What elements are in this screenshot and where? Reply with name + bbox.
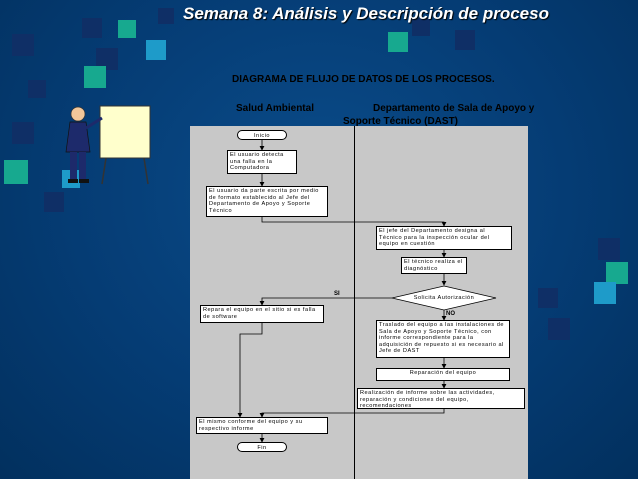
deco-square <box>4 160 28 184</box>
process-report-fault: El usuario da parte escrita por medio de… <box>206 186 328 217</box>
process-assign-technician: El jefe del Departamento designa al Técn… <box>376 226 512 250</box>
lane-label-right-line1: Departamento de Sala de Apoyo y <box>373 103 535 114</box>
deco-square <box>12 122 34 144</box>
deco-square <box>12 34 34 56</box>
deco-square <box>412 18 430 36</box>
process-return-equipment: El mismo conforme del equipo y su respec… <box>196 417 328 434</box>
deco-square <box>82 18 102 38</box>
deco-square <box>388 32 408 52</box>
lane-label-right: Departamento de Sala de Apoyo y Soporte … <box>343 102 534 128</box>
process-transfer-equipment: Traslado del equipo a las instalaciones … <box>376 320 510 358</box>
end-node: Fin <box>237 442 287 452</box>
deco-square <box>44 192 64 212</box>
start-node: Inicio <box>237 130 287 140</box>
deco-square <box>598 238 620 260</box>
process-write-report: Realización de informe sobre las activid… <box>357 388 525 409</box>
lane-label-right-line2: Soporte Técnico (DAST) <box>343 116 459 127</box>
presenter-figure-icon <box>65 105 151 185</box>
process-diagnosis: El técnico realiza el diagnóstico <box>401 257 467 274</box>
deco-square <box>118 20 136 38</box>
no-label: NO <box>446 311 455 317</box>
deco-square <box>606 262 628 284</box>
deco-square <box>538 288 558 308</box>
deco-square <box>84 66 106 88</box>
deco-square <box>146 40 166 60</box>
decision-label: Solicita Autorización <box>413 295 475 301</box>
yes-label: SI <box>334 291 340 297</box>
deco-square <box>548 318 570 340</box>
deco-square <box>96 48 118 70</box>
deco-square <box>594 282 616 304</box>
process-equipment-repair: Reparación del equipo <box>376 368 510 381</box>
process-onsite-repair: Repara el equipo en el sitio si es falla… <box>200 305 324 323</box>
deco-square <box>158 8 174 24</box>
swimlane-divider <box>354 126 355 479</box>
slide-title: Semana 8: Análisis y Descripción de proc… <box>183 4 549 23</box>
deco-square <box>28 80 46 98</box>
process-detect-fault: El usuario detecta una falla en la Compu… <box>227 150 297 174</box>
diagram-subtitle: DIAGRAMA DE FLUJO DE DATOS DE LOS PROCES… <box>232 74 495 85</box>
deco-square <box>455 30 475 50</box>
lane-label-left: Salud Ambiental <box>236 103 314 114</box>
